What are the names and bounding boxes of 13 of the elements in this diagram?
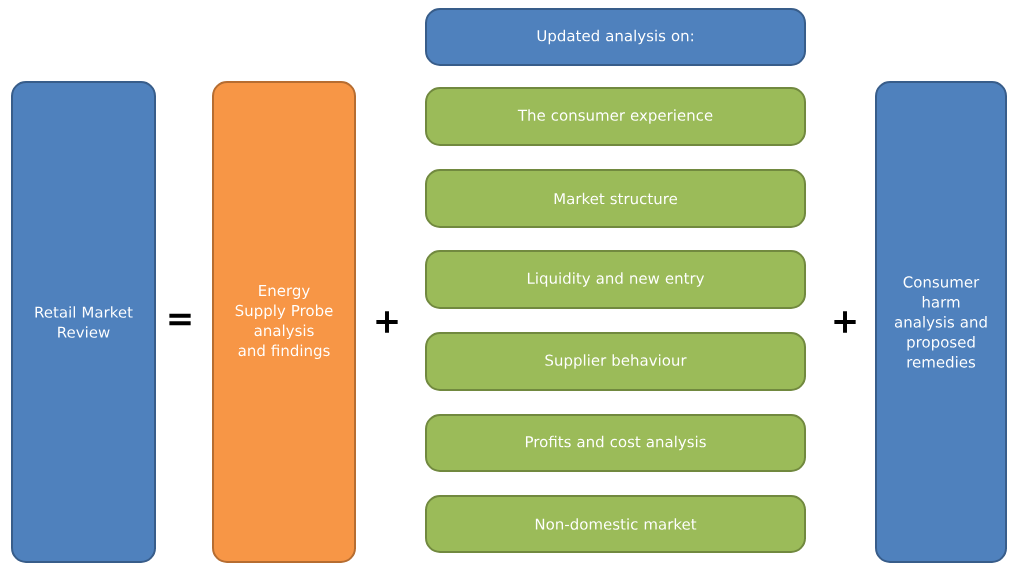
topic-box: Liquidity and new entry — [425, 250, 806, 309]
tall-box: Consumer harm analysis and proposed remedies — [875, 81, 1007, 563]
operator-sign: + — [376, 311, 398, 333]
topic-box: Profits and cost analysis — [425, 414, 806, 472]
topic-box: Non-domestic market — [425, 495, 806, 553]
operator-sign: = — [169, 313, 191, 326]
tall-box: Energy Supply Probe analysis and findings — [212, 81, 356, 563]
tall-box: Retail Market Review — [11, 81, 156, 563]
topic-box: Market structure — [425, 169, 806, 228]
operator-sign: + — [834, 311, 856, 333]
topic-box: Supplier behaviour — [425, 332, 806, 391]
heading-box: Updated analysis on: — [425, 8, 806, 66]
topic-box: The consumer experience — [425, 87, 806, 146]
